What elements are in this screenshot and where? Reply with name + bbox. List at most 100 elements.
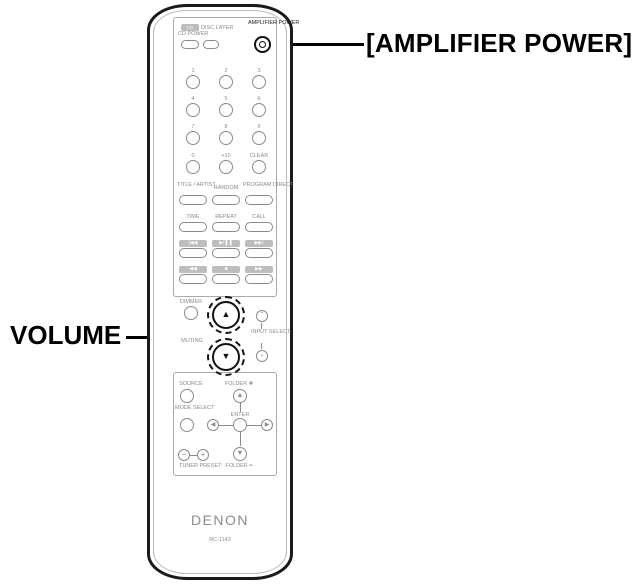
key-label: +10 [221, 153, 231, 159]
amplifier-power-callout: [AMPLIFIER POWER] [366, 28, 632, 58]
key-label: 3 [257, 68, 261, 74]
tuner-preset-label: TUNER PRESET [179, 463, 222, 469]
key-label: 0 [191, 153, 195, 159]
key-label: 7 [191, 124, 195, 130]
model-number: RC-1143 [209, 537, 231, 543]
tuner-preset-minus-button[interactable] [178, 449, 190, 461]
input-select-connector [261, 323, 262, 329]
volume-down-button[interactable]: ▼ [212, 343, 240, 371]
program-direct-button[interactable] [245, 195, 273, 205]
key-9-button[interactable] [252, 131, 266, 145]
source-label: SOURCE [179, 381, 203, 387]
amplifier-power-leader-line [273, 43, 364, 46]
folder-plus-label: FOLDER ✚ [224, 381, 254, 387]
cursor-connector [219, 425, 233, 426]
mode-select-label: MODE SELECT [175, 405, 215, 411]
title-artist-label: TITLE / ARTIST [177, 182, 216, 188]
stop-label: ■ [212, 266, 240, 273]
title-artist-button[interactable] [179, 195, 207, 205]
key-plus10-button[interactable] [219, 160, 233, 174]
volume-up-button[interactable]: ▲ [212, 301, 240, 329]
key-7-button[interactable] [186, 131, 200, 145]
time-label: TIME [186, 214, 200, 220]
down-arrow-icon: ▼ [236, 450, 244, 457]
folder-down-button[interactable] [233, 447, 247, 461]
remote-control-body [147, 4, 293, 580]
volume-down-highlight-ring [207, 338, 245, 376]
input-select-down-button[interactable] [256, 350, 268, 362]
skip-back-button[interactable] [179, 248, 207, 258]
left-arrow-icon: ◀ [210, 422, 216, 428]
amplifier-power-button[interactable] [254, 36, 271, 53]
key-label: 2 [224, 68, 228, 74]
key-label: 8 [224, 124, 228, 130]
rewind-button[interactable] [179, 274, 207, 284]
cursor-right-button[interactable] [261, 419, 273, 431]
repeat-button[interactable] [212, 222, 240, 232]
key-label: 5 [224, 96, 228, 102]
enter-label: ENTER [230, 412, 250, 418]
key-label: 1 [191, 68, 195, 74]
enter-connector [240, 403, 241, 412]
up-arrow-icon: ⌃ [259, 312, 265, 318]
rewind-label: ◀◀ [179, 266, 207, 273]
clear-button[interactable] [252, 160, 266, 174]
input-select-up-button[interactable] [256, 310, 268, 322]
down-arrow-icon: ⌄ [259, 352, 265, 358]
enter-button[interactable] [233, 418, 247, 432]
fast-forward-label: ▶▶ [245, 266, 273, 273]
call-button[interactable] [245, 222, 273, 232]
down-arrow-icon: ▼ [221, 351, 231, 361]
call-label: CALL [252, 214, 266, 220]
skip-forward-label: ▶▶| [245, 240, 273, 247]
key-6-button[interactable] [252, 103, 266, 117]
tuner-preset-plus-button[interactable] [197, 449, 209, 461]
key-label: CLEAR [249, 153, 269, 159]
amplifier-power-label: AMPLIFIER POWER [248, 20, 300, 26]
key-4-button[interactable] [186, 103, 200, 117]
tuner-preset-connector [190, 455, 197, 456]
time-button[interactable] [179, 222, 207, 232]
dimmer-button[interactable] [184, 306, 198, 320]
minus-icon: − [181, 450, 187, 459]
play-pause-label: ▶/❚❚ [212, 240, 240, 247]
plus-icon: + [200, 450, 206, 459]
skip-forward-button[interactable] [245, 248, 273, 258]
random-button[interactable] [212, 195, 240, 205]
random-label: RANDOM [213, 185, 239, 191]
skip-back-label: |◀◀ [179, 240, 207, 247]
play-pause-button[interactable] [212, 248, 240, 258]
enter-connector [240, 432, 241, 446]
input-select-connector [261, 343, 262, 349]
key-label: 6 [257, 96, 261, 102]
folder-up-button[interactable] [233, 389, 247, 403]
key-1-button[interactable] [186, 75, 200, 89]
key-label: 9 [257, 124, 261, 130]
key-0-button[interactable] [186, 160, 200, 174]
key-3-button[interactable] [252, 75, 266, 89]
source-button[interactable] [180, 389, 194, 403]
remote-control-inner-outline [153, 10, 287, 574]
cd-power-label: CD POWER [178, 31, 209, 37]
right-arrow-icon: ▶ [264, 422, 270, 428]
key-2-button[interactable] [219, 75, 233, 89]
cd-label-badge: CD [181, 24, 199, 31]
cursor-connector [247, 425, 261, 426]
volume-up-highlight-ring [207, 296, 245, 334]
up-arrow-icon: ▲ [221, 309, 231, 319]
cursor-left-button[interactable] [207, 419, 219, 431]
fast-forward-button[interactable] [245, 274, 273, 284]
program-direct-label: PROGRAM DIRECT [243, 182, 294, 188]
mode-select-button[interactable] [180, 418, 194, 432]
brand-logo: DENON [190, 512, 250, 528]
volume-callout: VOLUME [10, 320, 122, 350]
stop-button[interactable] [212, 274, 240, 284]
dimmer-label: DIMMER [179, 299, 203, 305]
input-select-label: INPUT SELECT [251, 329, 291, 335]
cd-power-button[interactable] [181, 40, 199, 49]
disc-layer-label: DISC LAYER [201, 25, 234, 31]
key-5-button[interactable] [219, 103, 233, 117]
key-8-button[interactable] [219, 131, 233, 145]
disc-layer-button[interactable] [203, 40, 219, 49]
repeat-label: REPEAT [215, 214, 237, 220]
